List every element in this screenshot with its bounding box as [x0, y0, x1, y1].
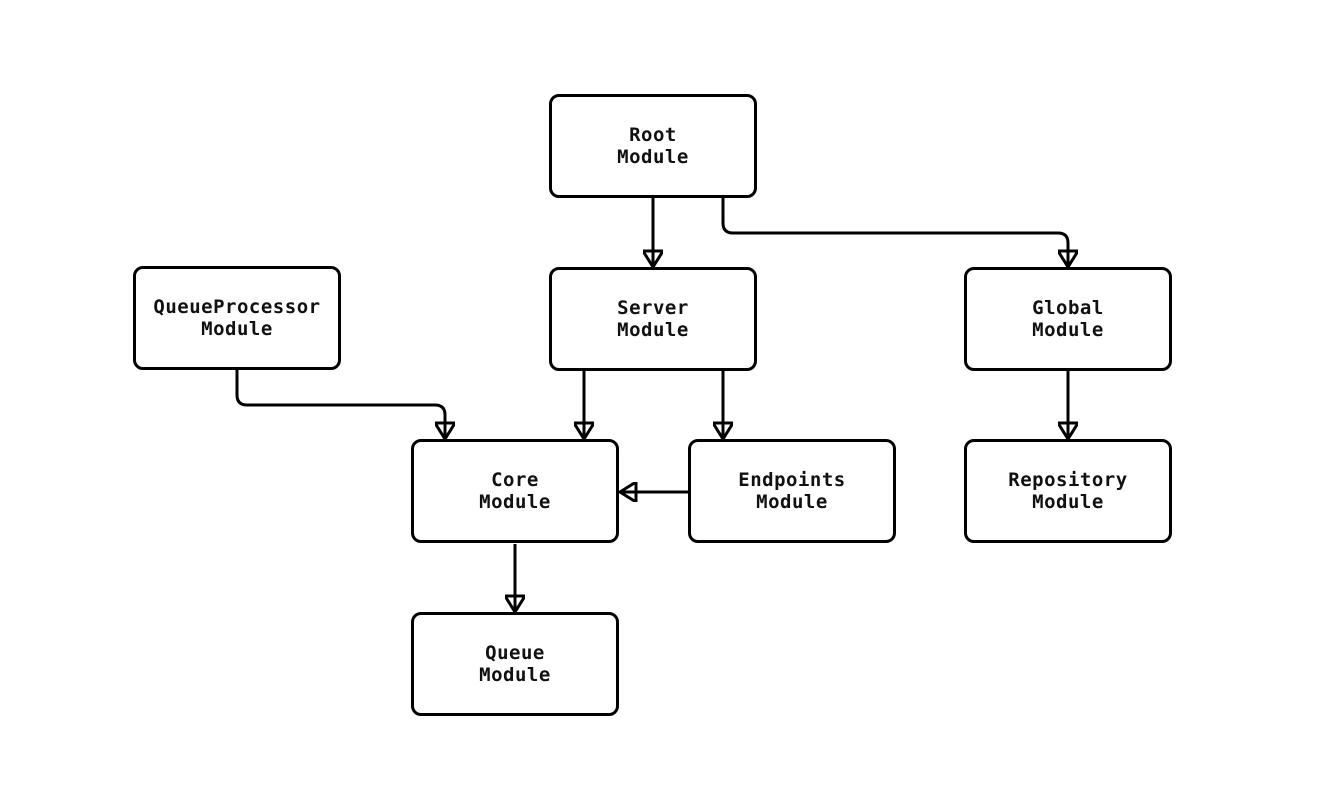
edge-root-to-global-arrow — [721, 198, 1068, 267]
node-endpoints-module: Endpoints Module — [688, 439, 896, 543]
node-queue-module-label: Queue Module — [479, 642, 551, 686]
node-global-module: Global Module — [964, 267, 1172, 371]
node-endpoints-module-label: Endpoints Module — [738, 469, 846, 513]
node-queue-module: Queue Module — [411, 612, 619, 716]
node-queueprocessor-module: QueueProcessor Module — [133, 266, 341, 370]
node-server-module-label: Server Module — [617, 297, 689, 341]
node-global-module-label: Global Module — [1032, 297, 1104, 341]
node-repository-module-label: Repository Module — [1008, 469, 1128, 513]
node-core-module: Core Module — [411, 439, 619, 543]
node-root-module: Root Module — [549, 94, 757, 198]
node-queueprocessor-module-label: QueueProcessor Module — [153, 296, 321, 340]
edge-queueprocessor-to-core-arrow — [235, 370, 445, 439]
node-server-module: Server Module — [549, 267, 757, 371]
node-root-module-label: Root Module — [617, 124, 689, 168]
node-core-module-label: Core Module — [479, 469, 551, 513]
node-repository-module: Repository Module — [964, 439, 1172, 543]
